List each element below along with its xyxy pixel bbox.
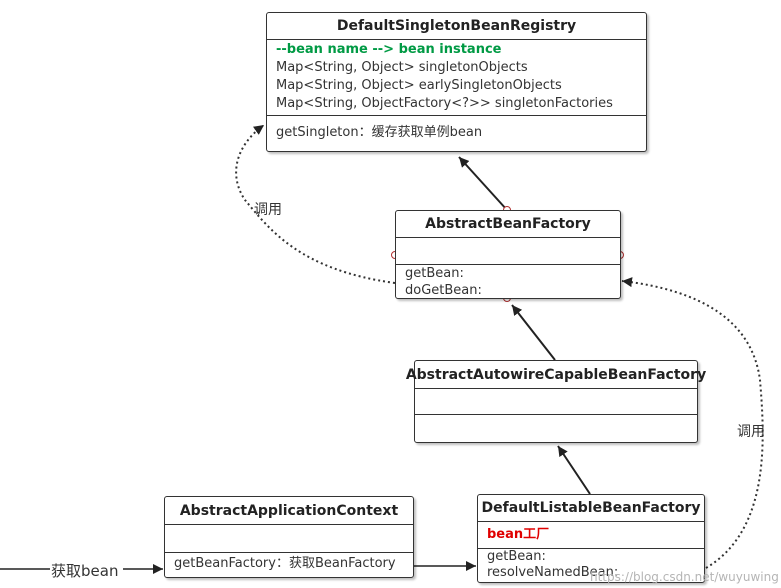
method-get-singleton: getSingleton：缓存获取单例bean bbox=[276, 125, 483, 140]
inherit-arrow-listable-autowire bbox=[557, 445, 591, 495]
listable-methods: getBean: resolveNamedBean: bbox=[478, 549, 704, 581]
method-resolve-named-bean: resolveNamedBean: bbox=[487, 565, 619, 580]
inherit-arrow-abf-registry bbox=[458, 156, 508, 211]
method-do-get-bean: doGetBean: bbox=[405, 283, 482, 298]
abf-fields bbox=[396, 238, 620, 265]
inherit-arrow-autowire-abf bbox=[511, 304, 556, 361]
autowire-fields bbox=[415, 389, 697, 415]
registry-comment: --bean name --> bean instance bbox=[276, 42, 502, 57]
field-singleton-factories: Map<String, ObjectFactory<?>> singletonF… bbox=[276, 96, 613, 111]
context-methods: getBeanFactory：获取BeanFactory bbox=[165, 553, 413, 573]
call-label-right: 调用 bbox=[737, 424, 765, 440]
class-title: AbstractApplicationContext bbox=[165, 497, 413, 525]
registry-fields: --bean name --> bean instance Map<String… bbox=[267, 40, 646, 116]
abf-methods: getBean: doGetBean: bbox=[396, 265, 620, 299]
method-get-bean-factory: getBeanFactory：获取BeanFactory bbox=[174, 556, 396, 571]
field-singleton-objects: Map<String, Object> singletonObjects bbox=[276, 60, 528, 75]
call-curve-right bbox=[621, 277, 764, 569]
listable-fields: bean工厂 bbox=[478, 522, 704, 549]
class-title: DefaultSingletonBeanRegistry bbox=[267, 13, 646, 40]
entry-label: 获取bean bbox=[51, 562, 119, 580]
class-abstract-bean-factory: AbstractBeanFactory getBean: doGetBean: bbox=[395, 210, 621, 299]
listable-note: bean工厂 bbox=[487, 527, 550, 542]
class-abstract-application-context: AbstractApplicationContext getBeanFactor… bbox=[164, 496, 414, 578]
method-get-bean: getBean: bbox=[405, 266, 464, 281]
context-fields bbox=[165, 525, 413, 553]
field-early-singleton-objects: Map<String, Object> earlySingletonObject… bbox=[276, 78, 562, 93]
registry-methods: getSingleton：缓存获取单例bean bbox=[267, 116, 646, 142]
watermark: https://blog.csdn.net/wuyuwing bbox=[590, 570, 779, 584]
call-label-left: 调用 bbox=[254, 202, 282, 218]
class-default-listable-bean-factory: DefaultListableBeanFactory bean工厂 getBea… bbox=[477, 494, 705, 583]
method-get-bean: getBean: bbox=[487, 549, 546, 564]
class-title: AbstractBeanFactory bbox=[396, 211, 620, 238]
class-abstract-autowire-capable-bean-factory: AbstractAutowireCapableBeanFactory bbox=[406, 360, 706, 443]
class-default-singleton-bean-registry: DefaultSingletonBeanRegistry --bean name… bbox=[266, 12, 647, 152]
class-title: AbstractAutowireCapableBeanFactory bbox=[406, 361, 706, 389]
class-title: DefaultListableBeanFactory bbox=[478, 495, 704, 522]
